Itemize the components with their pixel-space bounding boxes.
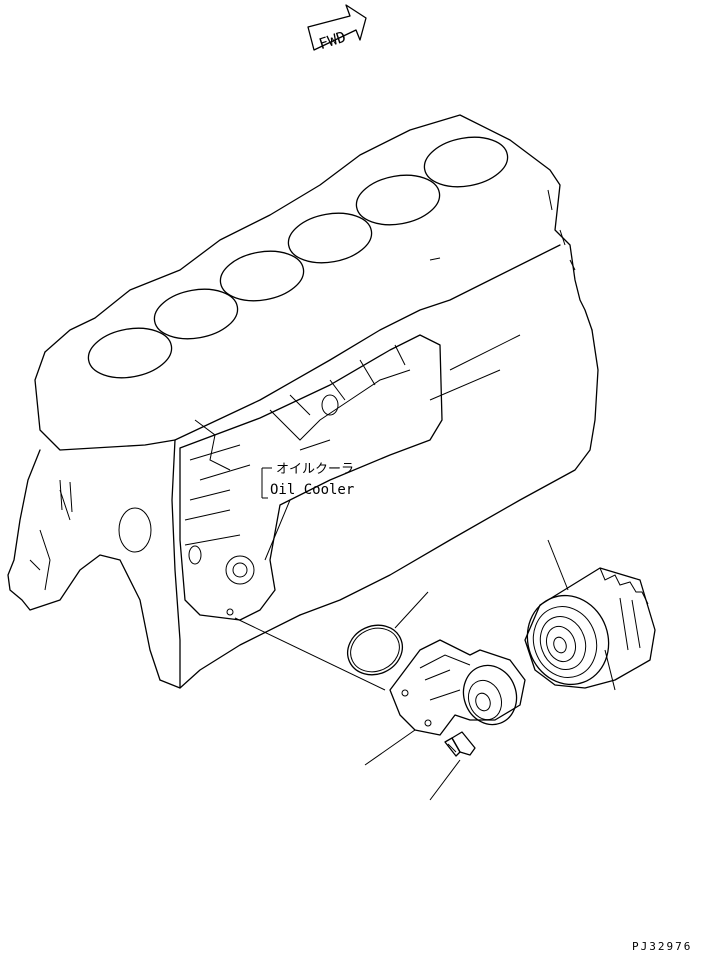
fwd-arrow-icon: FWD — [307, 4, 367, 53]
cylinder-bore — [87, 327, 173, 379]
bolt-part — [429, 731, 476, 801]
filter-head-part — [364, 639, 526, 766]
oil-filter-top-leader-line — [547, 539, 569, 591]
oil-cooler-part — [179, 334, 443, 621]
bolt-leader-line — [429, 759, 461, 801]
cylinder-bore — [287, 212, 373, 264]
oil-cooler-label-en: Oil Cooler — [270, 482, 354, 498]
cylinder-bore — [219, 250, 305, 302]
drawing-number: PJ32976 — [632, 940, 692, 953]
cylinder-bore — [355, 174, 441, 226]
oil-cooler-callout: オイルクーラ Oil Cooler — [261, 462, 354, 561]
o-ring-part — [347, 591, 429, 676]
filter-head-leader-line — [364, 729, 416, 766]
cylinder-block — [7, 114, 599, 689]
o-ring-leader-line — [394, 591, 429, 629]
oil-filter-side-leader-line — [604, 649, 616, 691]
cylinder-bore — [423, 136, 509, 188]
oil-cooler-label-jp: オイルクーラ — [276, 462, 354, 477]
alignment-line — [234, 617, 386, 691]
oil-filter-part — [524, 539, 656, 691]
fwd-label: FWD — [317, 28, 348, 53]
cylinder-bore — [153, 288, 239, 340]
